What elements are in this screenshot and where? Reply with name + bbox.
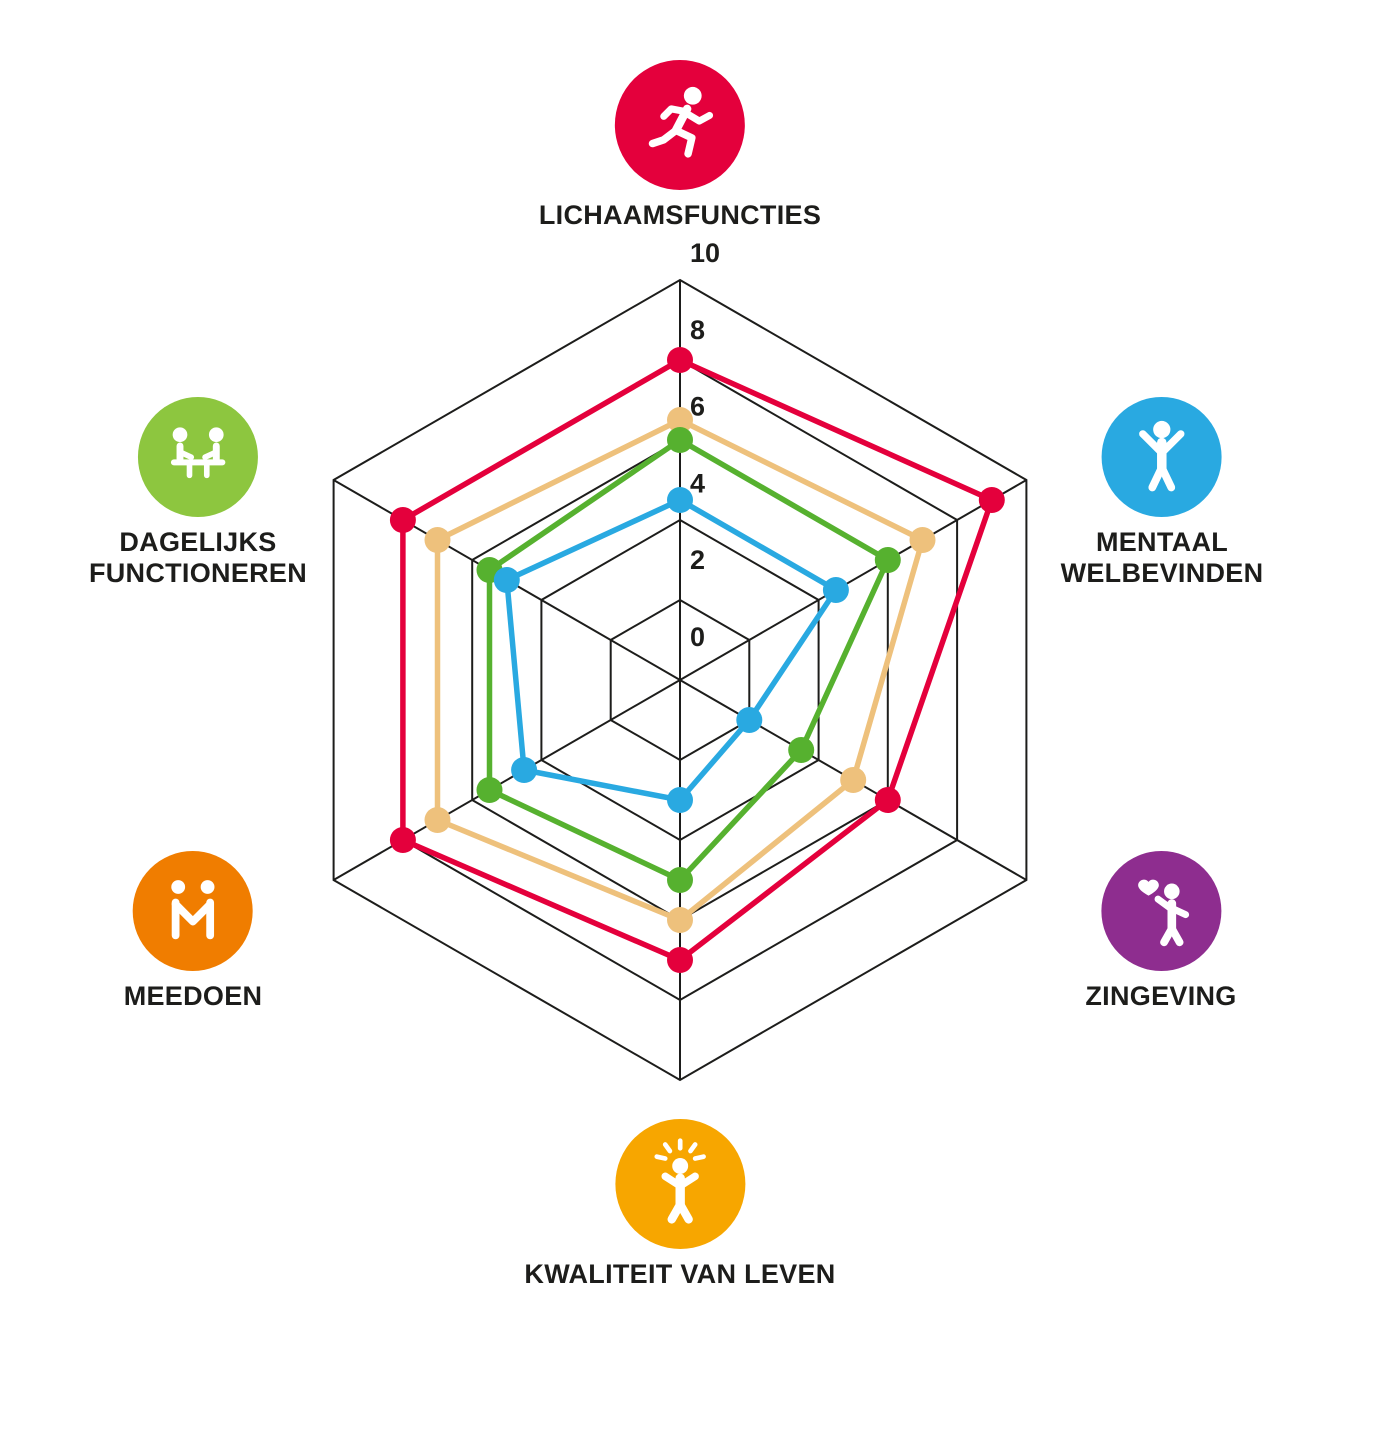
scale-tick-label: 10 [690,238,720,268]
axis-mentaal-welbevinden: MENTAAL WELBEVINDEN [1061,397,1264,590]
series-rood-point [978,487,1005,513]
zingeving-icon-circle [1101,851,1221,971]
series-blauw-point [511,757,538,783]
series-groen-point [874,547,901,573]
mentaal-welbevinden-icon-circle [1102,397,1222,517]
axis-label-meedoen: MEEDOEN [123,981,263,1011]
lichaamsfuncties-icon-circle [614,60,745,190]
series-geel-point [909,527,936,553]
axis-lichaamsfuncties: LICHAAMSFUNCTIES [539,60,821,231]
scale-tick-label: 0 [690,622,705,652]
person-with-heart-icon [1138,879,1190,946]
series-blauw-point [667,787,693,813]
scale-tick-label: 2 [690,545,705,575]
axis-label-kwaliteit-van-leven: KWALITEIT VAN LEVEN [524,1259,836,1289]
kwaliteit-van-leven-icon-circle [615,1119,745,1249]
series-rood-point [667,347,693,373]
scale-tick-label: 6 [690,392,705,422]
series-geel-point [840,767,867,793]
series-rood-point [389,507,416,533]
series-blauw-point [822,577,849,603]
radiant-person-icon [654,1138,706,1224]
dagelijks-functioneren-icon-circle [137,397,258,517]
grid-spoke-meedoen [333,679,681,881]
series-blauw-point [667,487,693,513]
series-rood-point [667,947,693,973]
axis-label-lichaamsfuncties: LICHAAMSFUNCTIES [538,200,822,230]
axis-zingeving: ZINGEVING [1085,851,1236,1012]
people-at-table-icon [170,427,226,478]
series-groen-point [667,867,693,893]
series-blauw-point [493,567,520,593]
arms-raised-person-icon [1139,420,1185,492]
series-blauw-point [736,707,763,733]
series-groen-point [476,777,503,803]
axis-label-zingeving: ZINGEVING [1085,981,1237,1011]
series-geel-point [424,527,451,553]
scale-tick-label: 4 [690,468,705,498]
series-geel-point [667,907,693,933]
scale-tick-label: 8 [690,315,705,345]
running-person-icon [649,87,714,158]
series-rood-point [389,827,416,853]
series-groen-point [788,737,815,763]
series-rood-point [874,787,901,813]
series-groen-point [667,427,693,453]
series-geel-point [424,807,451,833]
grid-spoke-mentaal-welbevinden [679,479,1027,681]
axis-dagelijks-functioneren: DAGELIJKS FUNCTIONEREN [89,397,307,590]
axis-label-mentaal-welbevinden: MENTAAL WELBEVINDEN [1060,527,1264,589]
axis-label-dagelijks-functioneren: DAGELIJKS FUNCTIONEREN [88,527,308,589]
axis-kwaliteit-van-leven: KWALITEIT VAN LEVEN [524,1119,835,1290]
axis-meedoen: MEEDOEN [124,851,263,1012]
series-geel-point [667,407,693,433]
meedoen-icon-circle [133,851,253,971]
two-people-m-icon [171,879,215,940]
